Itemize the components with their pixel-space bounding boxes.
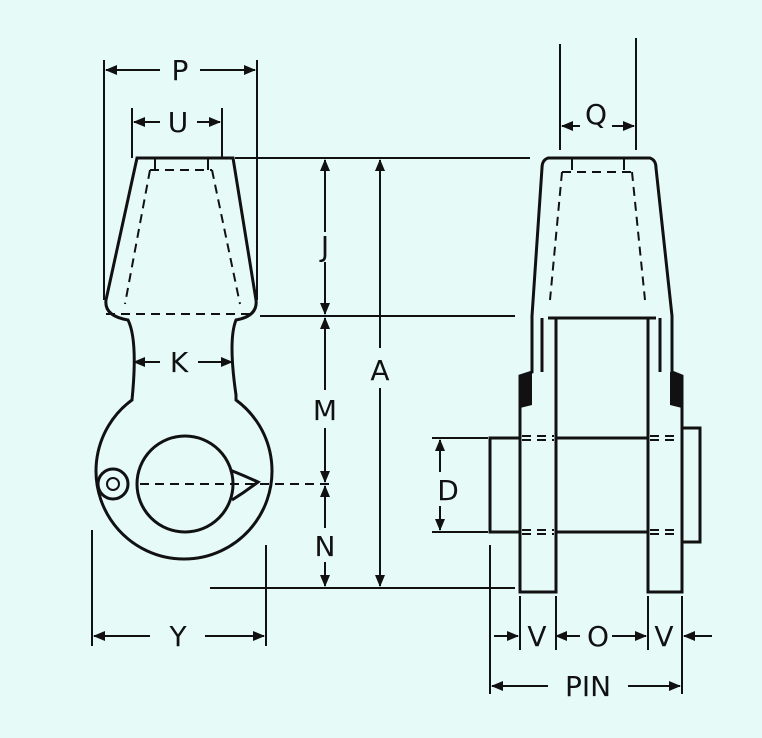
pin-hidden-lines [522, 435, 680, 535]
label-J: J [319, 230, 329, 263]
dim-U: U [131, 106, 223, 158]
dim-V-O-V: V O V [489, 545, 712, 694]
cotter-ring-inner [106, 477, 120, 491]
front-view-outline [518, 156, 684, 594]
label-M: M [313, 394, 337, 427]
label-K: K [170, 346, 189, 379]
front-view [488, 156, 702, 594]
cotter-ring [96, 467, 130, 501]
dim-PIN: PIN [491, 670, 681, 703]
top-slot [154, 158, 209, 170]
pin-body [488, 426, 702, 544]
label-U: U [168, 106, 189, 139]
front-view-inner [540, 318, 662, 372]
label-V-left: V [527, 620, 546, 653]
label-Y: Y [168, 620, 187, 653]
front-view-hidden-taper [549, 171, 646, 301]
front-view-top-slot [571, 158, 625, 170]
label-V-right: V [654, 620, 673, 653]
side-view-outline [94, 156, 274, 561]
extension-lines [210, 157, 530, 589]
label-O: O [587, 620, 609, 653]
dim-K: K [133, 346, 233, 379]
dim-J: J [319, 159, 330, 315]
dim-P: P [103, 54, 258, 300]
dim-M: M [313, 317, 337, 483]
cotter-tail [229, 468, 261, 502]
label-A: A [370, 354, 389, 387]
dim-Q: Q [559, 38, 637, 150]
dim-A: A [370, 159, 390, 587]
dim-Y: Y [91, 530, 267, 653]
label-Q: Q [585, 98, 607, 131]
side-view [94, 156, 330, 561]
label-D: D [437, 474, 459, 507]
front-view-shoulder-left [520, 372, 532, 408]
clevis-hidden-taper [124, 169, 241, 305]
dim-N: N [315, 485, 336, 587]
label-P: P [172, 54, 189, 87]
front-view-shoulder-right [670, 372, 682, 408]
label-PIN: PIN [565, 670, 611, 703]
label-N: N [315, 530, 336, 563]
dim-D: D [432, 437, 488, 533]
